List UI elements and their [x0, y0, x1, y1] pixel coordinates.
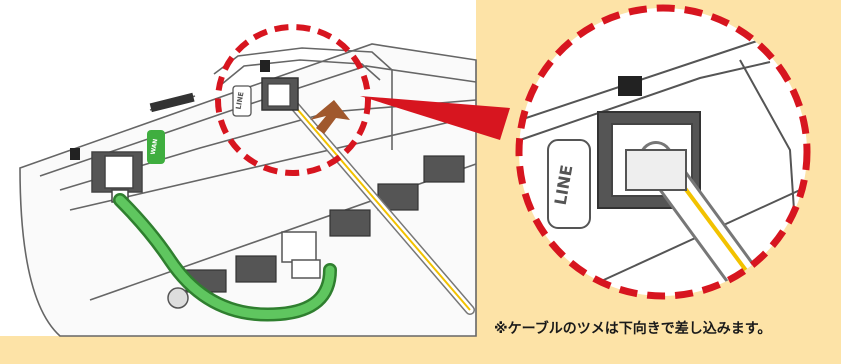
wan-port [91, 151, 143, 203]
lan-ports [185, 155, 465, 293]
latch-tab [260, 60, 270, 72]
highlight-ring-small [215, 24, 371, 176]
wan-port-tag: WAN [147, 130, 165, 164]
wan-port-label: WAN [150, 138, 160, 155]
arrow-icon [310, 100, 350, 134]
router-body [19, 43, 477, 337]
zoom-pointer [360, 96, 510, 140]
vent-slot [149, 92, 195, 113]
caption-note: ※ケーブルのツメは下向きで差し込みます。 [494, 321, 772, 337]
latch-tab [70, 148, 80, 160]
line-port-label-small: LINE [235, 91, 246, 110]
zoom-view: LINE [515, 4, 811, 300]
line-cable [281, 91, 475, 315]
round-button [167, 287, 189, 309]
highlight-ring-zoom [515, 4, 811, 300]
lan-plug [281, 231, 321, 279]
line-port-small: LINE [232, 77, 299, 117]
